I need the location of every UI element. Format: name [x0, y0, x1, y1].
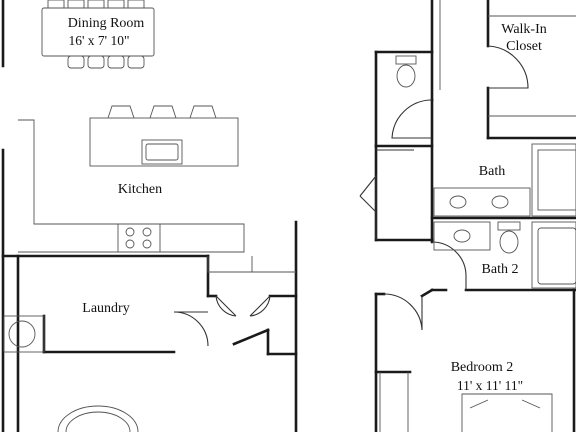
sink-basin: [491, 195, 509, 209]
burner: [125, 239, 135, 249]
kitchen-counter: [18, 119, 245, 253]
dining-chair: [67, 0, 85, 9]
laundry-door: [173, 311, 209, 347]
toilet: [395, 55, 417, 88]
sink-basin: [145, 143, 179, 161]
dining-chair: [67, 55, 85, 69]
closet-shelf: [439, 0, 441, 90]
closet-door: [487, 45, 529, 89]
bedroom2-size: 11' x 11' 11": [457, 378, 523, 393]
dining-room-label: Dining Room: [68, 16, 145, 31]
dining-chair: [127, 0, 145, 9]
walk-in-closet-label-line1: Walk-In: [501, 22, 547, 37]
dining-chair: [127, 55, 145, 69]
bath2-vanity: [433, 221, 491, 251]
linen-door: [359, 149, 414, 240]
shower: [531, 143, 576, 217]
dining-chair: [107, 55, 125, 69]
burner: [142, 227, 152, 237]
dining-chair: [107, 0, 125, 9]
bath-label: Bath: [479, 164, 505, 179]
kitchen-island: [89, 105, 239, 167]
bedroom2-label: Bedroom 2: [451, 360, 514, 375]
laundry-label: Laundry: [82, 301, 129, 316]
kitchen-label: Kitchen: [118, 182, 162, 197]
dining-chair: [87, 55, 105, 69]
walls: [1, 0, 298, 432]
bath2-door: [431, 241, 467, 290]
cooktop: [117, 223, 161, 253]
dining-chair: [87, 0, 105, 9]
bedroom-door: [383, 293, 423, 331]
dining-table: [41, 0, 155, 69]
island-counter: [89, 117, 239, 167]
laundry-shelf: [207, 256, 296, 273]
closet-doors: [215, 295, 271, 317]
bath2-toilet: [497, 221, 521, 254]
bar-stool: [107, 105, 135, 119]
water-heater: [3, 315, 45, 353]
walk-in-closet-label-line2: Closet: [506, 39, 542, 54]
kitchen-sink: [141, 139, 183, 165]
sink-basin: [449, 195, 467, 209]
bedroom-closet: [379, 372, 409, 432]
bath-vanity: [433, 187, 531, 217]
bathtub: [531, 221, 576, 289]
bath-door: [391, 99, 433, 139]
tub-fixture: [57, 405, 139, 432]
burner: [142, 239, 152, 249]
bar-stool: [189, 105, 217, 119]
burner: [125, 227, 135, 237]
dining-chair: [47, 0, 65, 9]
bath2-label: Bath 2: [482, 262, 519, 277]
bar-stool: [149, 105, 177, 119]
bed: [461, 393, 553, 432]
dining-room-size: 16' x 7' 10": [68, 33, 129, 48]
